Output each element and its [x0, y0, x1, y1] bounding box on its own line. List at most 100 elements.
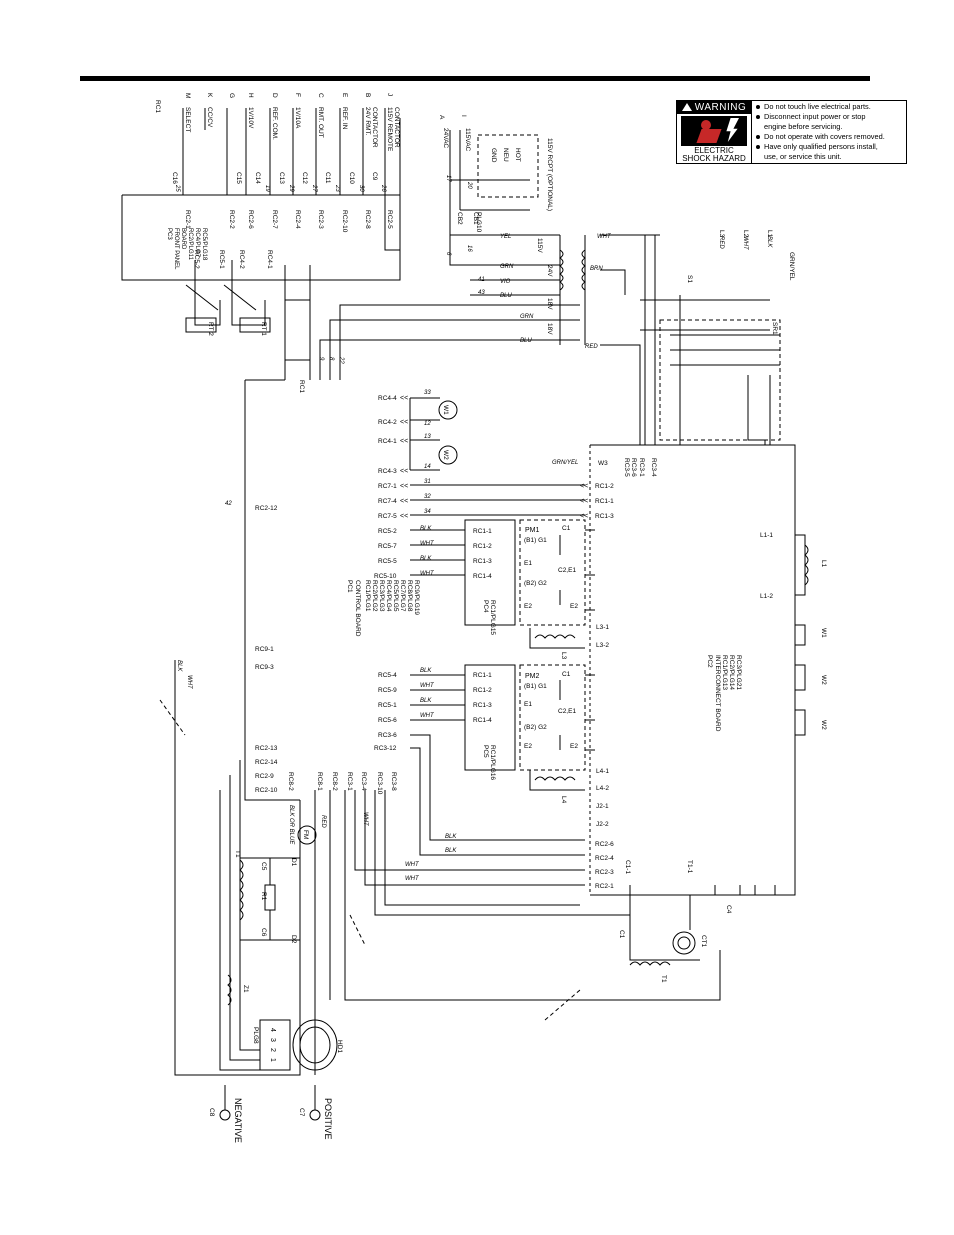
svg-text:24VAC: 24VAC [442, 128, 449, 148]
pin-mark: << [580, 498, 588, 505]
svg-text:19: 19 [264, 185, 270, 192]
rt1-loop [232, 260, 265, 325]
rt2-loop [195, 260, 220, 325]
svg-text:RC7/PLG7: RC7/PLG7 [399, 580, 406, 612]
svg-text:RC3-8: RC3-8 [390, 772, 397, 791]
cb2-label: CB2 [456, 212, 463, 225]
rc7-wires [410, 485, 585, 515]
svg-text:PC3: PC3 [166, 228, 172, 240]
fan-wires [410, 398, 440, 470]
svg-text:GND: GND [490, 148, 497, 163]
hd1-wires [220, 760, 260, 1070]
sr1-box [660, 320, 780, 440]
pin-letter: D [271, 93, 278, 98]
rc3-6-label: RC3-6 [630, 458, 637, 477]
warning-item: Do not operate with covers removed. [755, 132, 905, 142]
pin-letter: C [317, 93, 324, 98]
rc5-1-label: RC5-1 [218, 250, 225, 269]
wire-number: 31 [424, 479, 431, 485]
rc3-8-wires [375, 790, 630, 915]
svg-text:W1: W1 [820, 628, 827, 638]
pc3-outline [122, 195, 400, 280]
svg-text:3: 3 [269, 1038, 276, 1042]
svg-text:RC2-7: RC2-7 [271, 210, 278, 229]
svg-text:16: 16 [466, 245, 472, 252]
primary-wires [600, 235, 660, 445]
pin-mark: << [400, 468, 408, 475]
rc3-5-label: RC3-5 [623, 458, 630, 477]
svg-text:D2: D2 [290, 935, 297, 944]
svg-text:RC1/PLG13: RC1/PLG13 [721, 655, 728, 690]
rc3-4-label: RC3-4 [650, 458, 657, 477]
pin-letter: G [228, 93, 235, 98]
svg-text:GRN/YEL: GRN/YEL [788, 252, 795, 281]
svg-text:T1-1: T1-1 [686, 860, 693, 874]
wire-number: 34 [424, 509, 431, 515]
rc-label: RC2-4 [595, 855, 614, 862]
svg-text:T1: T1 [234, 850, 241, 858]
wire-color: GRN [520, 314, 534, 320]
wire-color: VIO [500, 279, 511, 285]
pm-term: E2 [570, 743, 578, 750]
wire-6 [320, 340, 580, 380]
svg-text:RC2/PLG11: RC2/PLG11 [187, 228, 193, 261]
negative-terminal [220, 1110, 230, 1120]
wire-color: WHT [420, 713, 435, 719]
svg-text:CB2: CB2 [456, 212, 463, 225]
svg-text:BLK OR BLUE: BLK OR BLUE [288, 805, 294, 845]
rc-label: RC3-6 [378, 732, 397, 739]
plg8-block [260, 1020, 290, 1070]
svg-text:RC5-1: RC5-1 [218, 250, 225, 269]
svg-text:L4: L4 [560, 796, 567, 804]
pin-mark: << [400, 419, 408, 426]
pc5-board [465, 665, 515, 770]
wire-color: BLK [420, 556, 432, 562]
svg-text:POSITIVE: POSITIVE [323, 1098, 333, 1140]
svg-text:C11: C11 [324, 172, 331, 184]
pm-term: C2,E1 [558, 567, 576, 574]
wire-9 [330, 320, 580, 380]
wire-loop-left [175, 660, 300, 1075]
pm2-box [520, 665, 585, 770]
plg10-label: PLG10 [475, 212, 482, 233]
d1-label: D1 [290, 858, 297, 867]
svg-text:CONTROL BOARD: CONTROL BOARD [354, 580, 361, 637]
svg-text:FRONT PANEL: FRONT PANEL [173, 228, 179, 270]
pin-mark: << [400, 438, 408, 445]
wire-number: 41 [478, 277, 485, 283]
svg-text:115V RCPT (OPTIONAL): 115V RCPT (OPTIONAL) [546, 138, 553, 211]
module-pin: RC1-1 [473, 672, 492, 679]
wire-color: WHT [420, 683, 435, 689]
wire-color: BLK [420, 668, 432, 674]
v-24vac: 24VAC [442, 128, 449, 148]
l1-label: L1 [820, 560, 827, 568]
warning-icon-panel: WARNING ELECTRIC SHOCK HAZARD [677, 101, 752, 163]
svg-text:RC3-6: RC3-6 [630, 458, 637, 477]
pin-markers: << << << << << << << << << << [400, 395, 588, 520]
svg-text:RC4/PLG7: RC4/PLG7 [194, 228, 200, 258]
z1-label: Z1 [242, 985, 249, 993]
svg-text:RC8-1: RC8-1 [316, 772, 323, 791]
svg-text:RC1/PLG16: RC1/PLG16 [489, 745, 496, 780]
rc-label: RC2-6 [595, 841, 614, 848]
svg-text:BOARD: BOARD [180, 228, 186, 250]
pm-term: E1 [524, 701, 532, 708]
pc2-term: L3-1 [596, 624, 609, 631]
c4-c3-leads [715, 885, 775, 895]
z1-coil [228, 975, 231, 1005]
warning-item-continued: use, or service this unit. [764, 152, 842, 161]
svg-text:RC3-1: RC3-1 [638, 458, 645, 477]
rt2-label: RT 2 [207, 322, 214, 336]
pin-letter: M [184, 93, 191, 98]
l1-coil [805, 545, 808, 585]
pin-text: RMT. OUT [317, 107, 324, 138]
rc-label: RC4-1 [378, 438, 397, 445]
pin-mark: << [400, 483, 408, 490]
svg-text:RC3/PLG21: RC3/PLG21 [735, 655, 742, 690]
svg-text:RC5/PLG18: RC5/PLG18 [201, 228, 207, 261]
top-rule [80, 76, 870, 81]
wire-color: BLK [445, 848, 457, 854]
ct1 [673, 932, 695, 954]
